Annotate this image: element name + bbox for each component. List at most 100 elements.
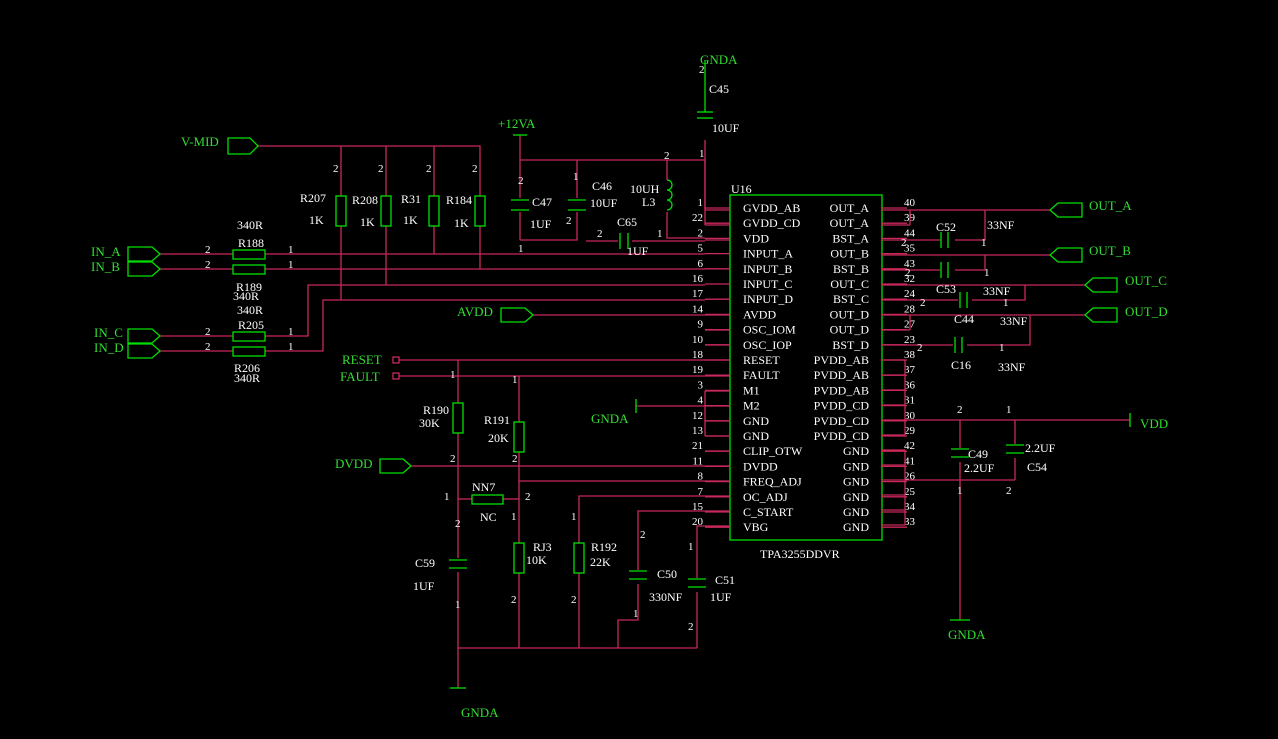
ic-left-pin-name: VBG — [743, 520, 769, 534]
ic-body — [729, 194, 883, 541]
ic-ref: U16 — [731, 182, 752, 196]
pinnum: 2 — [518, 175, 524, 187]
label-r191-val: 20K — [488, 431, 509, 445]
ic-left-pin-name: VDD — [743, 231, 769, 245]
net-in-a: IN_A — [91, 244, 121, 259]
pinnum: 1 — [288, 341, 294, 353]
pinnum: 2 — [688, 621, 694, 633]
ic-left-pin-name: OSC_IOP — [743, 338, 792, 352]
resistor-r208 — [380, 195, 392, 227]
label-c47-ref: C47 — [532, 195, 552, 209]
ic-right-pin-number: 25 — [904, 486, 916, 498]
port-out-c — [1084, 277, 1118, 293]
ic-right-pin-number: 38 — [904, 349, 916, 361]
label-c65-val: 1UF — [627, 244, 649, 258]
pinnum: 1 — [288, 259, 294, 271]
pinnum: 1 — [518, 243, 524, 255]
net-vdd: VDD — [1140, 416, 1168, 431]
port-fault — [392, 372, 400, 380]
pinnum: 2 — [450, 453, 456, 465]
ic-left-pin-number: 17 — [692, 288, 704, 300]
label-l3-ref: L3 — [642, 195, 655, 209]
label-c16-ref: C16 — [951, 358, 971, 372]
net-in-b: IN_B — [91, 259, 120, 274]
ic-right-pin-name: GND — [843, 475, 869, 489]
label-r208-ref: R208 — [352, 193, 378, 207]
label-c50-val: 330NF — [649, 590, 683, 604]
ic-right-pin-name: PVDD_CD — [814, 399, 870, 413]
net-out-b: OUT_B — [1089, 243, 1131, 258]
pinnum: 2 — [571, 594, 577, 606]
ic-left-pin-name: INPUT_D — [743, 292, 793, 306]
ic-right-pin-number: 41 — [904, 455, 915, 467]
pinnum: 1 — [957, 485, 963, 497]
label-r190-ref: R190 — [423, 403, 449, 417]
ic-left-pin-number: 3 — [698, 379, 704, 391]
label-c54-val: 2.2UF — [1025, 441, 1056, 455]
ic-right-pin-name: OUT_A — [830, 216, 870, 230]
pinnum: 2 — [905, 267, 911, 279]
ic-right-pin-number: 26 — [904, 471, 916, 483]
ic-left-pin-name: CLIP_OTW — [743, 444, 803, 458]
net-in-d: IN_D — [94, 340, 124, 355]
ic-right-pin-name: OUT_D — [830, 323, 870, 337]
component-labels: R207 1K R208 1K R31 1K R184 1K 340R R188… — [233, 82, 1056, 604]
pinnum: 2 — [205, 244, 211, 256]
label-r208-val: 1K — [360, 215, 375, 229]
net-reset: RESET — [342, 352, 382, 367]
pinnum: 1 — [688, 541, 694, 553]
wires — [160, 135, 1130, 688]
label-r31-val: 1K — [403, 213, 418, 227]
pinnum: 2 — [455, 518, 461, 530]
ic-left-pin-name: GND — [743, 429, 769, 443]
ic-left-pin-name: DVDD — [743, 459, 778, 473]
net-gnda-top: GNDA — [700, 52, 738, 67]
ic-left-pin-name: INPUT_A — [743, 247, 793, 261]
ic-left-pin-name: INPUT_B — [743, 262, 792, 276]
pinnum: 2 — [640, 529, 646, 541]
resistor-nn7 — [471, 494, 504, 505]
net-labels: V-MID IN_A IN_B IN_C IN_D AVDD RESET FAU… — [91, 52, 1168, 720]
ic-left-pin-number: 19 — [692, 364, 704, 376]
ic-right-pin-number: 29 — [904, 425, 916, 437]
ic-left-pin-number: 9 — [698, 319, 704, 331]
ic-right-pin-name: PVDD_CD — [814, 429, 870, 443]
net-12va: +12VA — [498, 116, 536, 131]
pinnum: 2 — [205, 259, 211, 271]
pinnum: 2 — [205, 326, 211, 338]
label-c16-val: 33NF — [998, 360, 1026, 374]
label-r188-ref: R188 — [238, 236, 264, 250]
resistor-r192 — [573, 542, 585, 574]
port-in-a — [127, 246, 161, 262]
ic-left-pin-number: 16 — [692, 273, 704, 285]
ic-right-pin-number: 43 — [904, 258, 916, 270]
label-c53-val: 33NF — [983, 284, 1011, 298]
label-r206-ref: R206 — [234, 361, 260, 375]
port-vmid — [227, 137, 259, 155]
port-out-d — [1084, 307, 1118, 323]
net-vmid: V-MID — [181, 134, 219, 149]
pinnum: 1 — [450, 369, 456, 381]
net-out-a: OUT_A — [1089, 198, 1132, 213]
ic-left-pin-number: 13 — [692, 425, 704, 437]
label-r192-ref: R192 — [591, 540, 617, 554]
ic-right-pin-number: 33 — [904, 516, 916, 528]
label-c54-ref: C54 — [1027, 460, 1047, 474]
pinnum: 2 — [333, 163, 339, 175]
ic-right-pin-name: PVDD_CD — [814, 414, 870, 428]
label-r190-val: 30K — [419, 416, 440, 430]
ic-left-pin-name: OC_ADJ — [743, 490, 788, 504]
label-r189-ref: R189 — [236, 280, 262, 294]
ic-right-pin-name: BST_B — [833, 262, 869, 276]
ic-right-pin-number: 34 — [904, 501, 916, 513]
ic-left-pin-name: M2 — [743, 399, 760, 413]
ic-right-pin-number: 32 — [904, 273, 915, 285]
pinnum: 2 — [566, 215, 572, 227]
label-c44-ref: C44 — [954, 312, 974, 326]
ic-right-pin-number: 35 — [904, 243, 916, 255]
pinnum: 1 — [511, 511, 517, 523]
port-out-a — [1049, 202, 1083, 218]
label-rj3-val: 10K — [526, 553, 547, 567]
port-in-d — [127, 343, 161, 359]
pinnum: 1 — [512, 374, 518, 386]
